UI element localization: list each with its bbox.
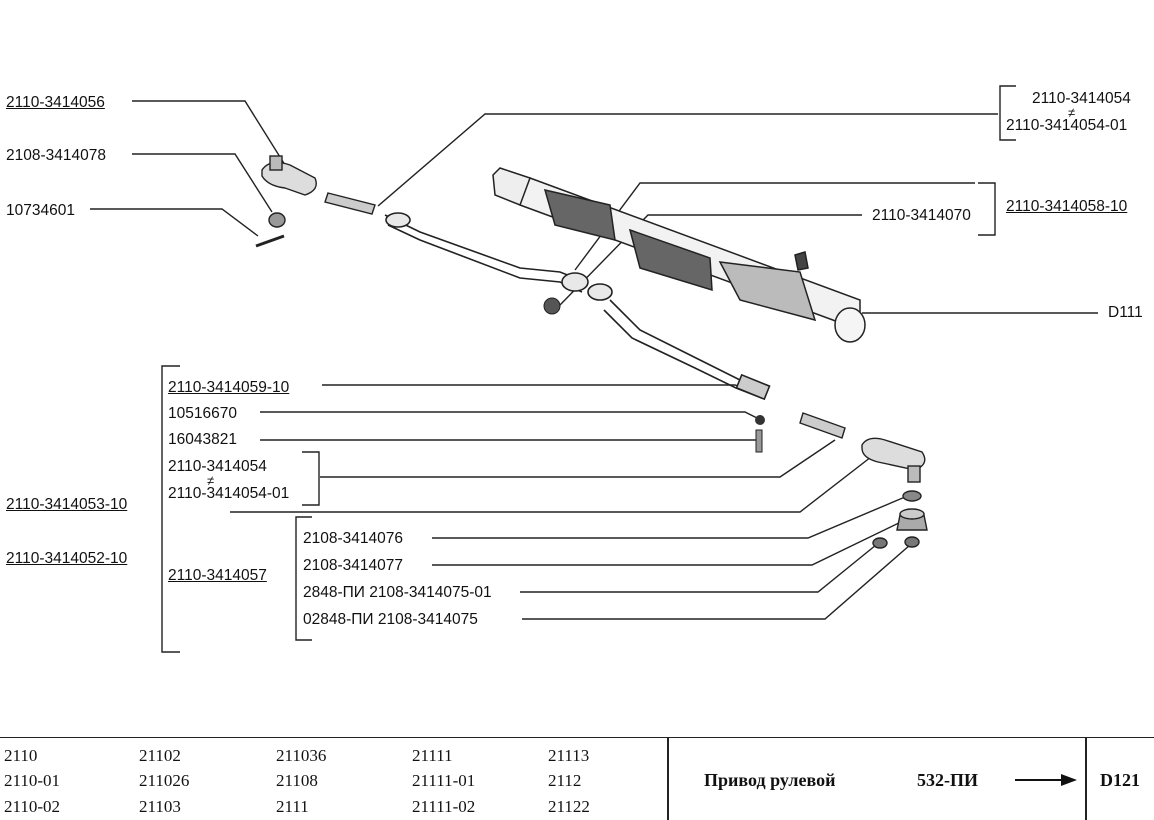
leader-3414070 [559, 214, 862, 306]
bracket-3414058 [978, 182, 996, 236]
nut-center [543, 297, 561, 315]
model-cell: 21103 [139, 797, 181, 816]
footer-divider [1085, 738, 1087, 820]
label-2110-3414070: 2110-3414070 [872, 207, 971, 224]
tie-rod-end-right [861, 437, 928, 549]
leader-3414078 [132, 153, 273, 213]
label-2110-3414056: 2110-3414056 [6, 94, 105, 111]
model-cell: 21102 [139, 746, 181, 765]
nut-10516670 [755, 415, 765, 425]
tie-rod-end-left [255, 155, 317, 248]
label-2110-3414054-bot: 2110-3414054 [168, 458, 267, 475]
model-cell: 2110-02 [4, 797, 61, 816]
bracket-big-left [161, 365, 180, 653]
label-10516670: 10516670 [168, 405, 237, 422]
model-cell: 211026 [139, 771, 190, 790]
leader-3414077 [432, 519, 906, 566]
leader-10516670 [260, 411, 758, 419]
model-cell: 21108 [276, 771, 318, 790]
not-equal-bot: ≠ [207, 473, 215, 488]
leader-3414076 [432, 496, 906, 539]
leader-3414054-bot [320, 439, 836, 478]
label-2110-3414058-10: 2110-3414058-10 [1006, 198, 1128, 215]
leader-3414075-01 [520, 544, 877, 593]
model-cell: 21113 [548, 746, 590, 765]
leader-3414052-10 [230, 449, 881, 513]
leader-3414075 [522, 544, 911, 620]
label-d111: D111 [1108, 304, 1143, 321]
adjusting-sleeve-right [799, 412, 846, 439]
tie-rod-left [384, 212, 589, 293]
arrow-right-icon [1015, 774, 1077, 786]
footer: 2110 2110-01 2110-02 21102 211026 21103 … [0, 737, 1154, 820]
model-cell: 21111 [412, 746, 453, 765]
leader-3414054-top [377, 113, 998, 207]
label-2108-3414076: 2108-3414076 [303, 530, 403, 547]
model-cell: 2110-01 [4, 771, 61, 790]
leader-10734601 [90, 208, 259, 237]
footer-divider [667, 738, 669, 820]
pin-16043821 [755, 429, 763, 453]
bracket-3414057 [295, 516, 312, 641]
label-2110-3414054-01-bot: 2110-3414054-01 [168, 485, 290, 502]
label-2110-3414052-10: 2110-3414052-10 [6, 550, 128, 567]
label-2108-3414075: 02848-ПИ 2108-3414075 [303, 611, 478, 628]
label-2110-3414054-01-top: 2110-3414054-01 [1006, 117, 1128, 134]
label-2110-3414053-10: 2110-3414053-10 [6, 496, 128, 513]
label-2108-3414075-01: 2848-ПИ 2108-3414075-01 [303, 584, 492, 601]
model-cell: 21111-02 [412, 797, 476, 816]
not-equal-top: ≠ [1068, 105, 1076, 120]
model-cell: 2112 [548, 771, 582, 790]
bracket-3414054-bot [302, 451, 320, 506]
steering-drive-diagram [90, 85, 1098, 653]
label-10734601: 10734601 [6, 202, 75, 219]
steering-rack [492, 167, 866, 343]
label-2108-3414078: 2108-3414078 [6, 147, 106, 164]
leader-3414056 [132, 100, 286, 166]
leader-3414059-10 [322, 384, 761, 394]
tie-rod-right [587, 283, 771, 401]
model-cell: 211036 [276, 746, 327, 765]
leader-3414058-10 [574, 182, 975, 271]
label-2110-3414059-10: 2110-3414059-10 [168, 379, 290, 396]
bracket-top-right [999, 85, 1016, 141]
section-code: 532-ПИ [917, 770, 978, 790]
adjusting-sleeve-left [324, 192, 376, 215]
page-ref-link[interactable]: D121 [1100, 770, 1140, 790]
model-cell: 21111-01 [412, 771, 476, 790]
model-cell: 2110 [4, 746, 38, 765]
section-title: Привод рулевой [704, 770, 836, 790]
label-2108-3414077: 2108-3414077 [303, 557, 403, 574]
label-2110-3414054-top: 2110-3414054 [1032, 90, 1131, 107]
label-2110-3414057: 2110-3414057 [168, 567, 267, 584]
label-16043821: 16043821 [168, 431, 237, 448]
model-cell: 2111 [276, 797, 309, 816]
model-cell: 21122 [548, 797, 590, 816]
